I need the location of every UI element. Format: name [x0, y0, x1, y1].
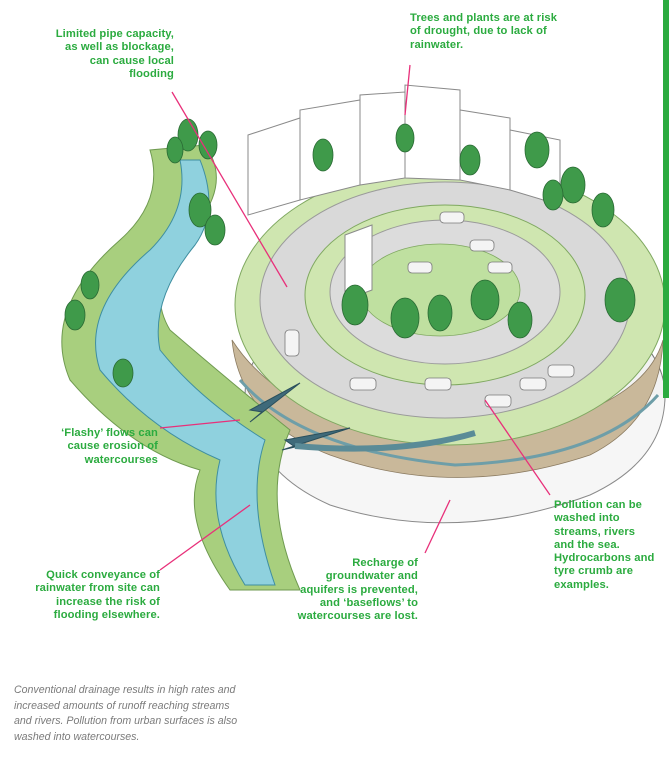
car: [469, 239, 495, 252]
tree: [188, 192, 212, 228]
tree: [390, 297, 420, 339]
tree: [604, 277, 636, 323]
accent-bar: [663, 0, 669, 398]
car: [519, 377, 547, 391]
water: [95, 159, 276, 586]
tree: [166, 136, 184, 164]
callout-flashy-flows: ‘Flashy’ flows can cause erosion of wate…: [61, 427, 158, 466]
car: [349, 377, 377, 391]
tree: [524, 131, 550, 169]
tree: [312, 138, 334, 172]
tree: [459, 144, 481, 176]
tree: [591, 192, 615, 228]
river: [61, 144, 301, 591]
car: [407, 261, 433, 274]
car: [284, 329, 300, 357]
leader-pipe-capacity: [171, 91, 288, 288]
tree: [112, 358, 134, 388]
car: [439, 211, 465, 224]
tree: [395, 123, 415, 153]
trees: [64, 118, 636, 388]
tree: [427, 294, 453, 332]
cars: [284, 211, 575, 408]
callout-conveyance: Quick conveyance of rainwater from site …: [35, 569, 160, 621]
leader-flashy: [159, 419, 241, 429]
pipe-arrow: [248, 382, 301, 423]
building-4: [404, 84, 461, 181]
leader-drought: [404, 64, 411, 116]
callout-pipe-capacity: Limited pipe capacity, as well as blocka…: [55, 28, 174, 80]
outfall-arrows: [248, 382, 476, 452]
tree: [542, 179, 564, 211]
tree: [560, 166, 586, 204]
leader-lines: [159, 64, 551, 571]
leader-pollution: [484, 399, 551, 496]
figure-caption: Conventional drainage results in high ra…: [14, 684, 238, 743]
callout-drought: Trees and plants are at risk of drought,…: [410, 12, 558, 51]
tree: [80, 270, 100, 300]
tree: [470, 279, 500, 321]
tree: [341, 284, 369, 326]
callout-recharge: Recharge of groundwater and aquifers is …: [297, 557, 418, 623]
car: [547, 364, 575, 378]
car: [424, 377, 452, 391]
drain-pipe: [294, 430, 476, 452]
leader-conveyance: [159, 504, 251, 571]
leader-recharge: [424, 499, 451, 554]
tree: [64, 299, 86, 331]
tree: [204, 214, 226, 246]
car: [487, 261, 513, 274]
groundwater-band: [238, 379, 660, 467]
building-1: [247, 117, 301, 216]
tree: [198, 130, 218, 160]
callout-pollution: Pollution can be washed into streams, ri…: [554, 499, 655, 591]
tree: [507, 301, 533, 339]
